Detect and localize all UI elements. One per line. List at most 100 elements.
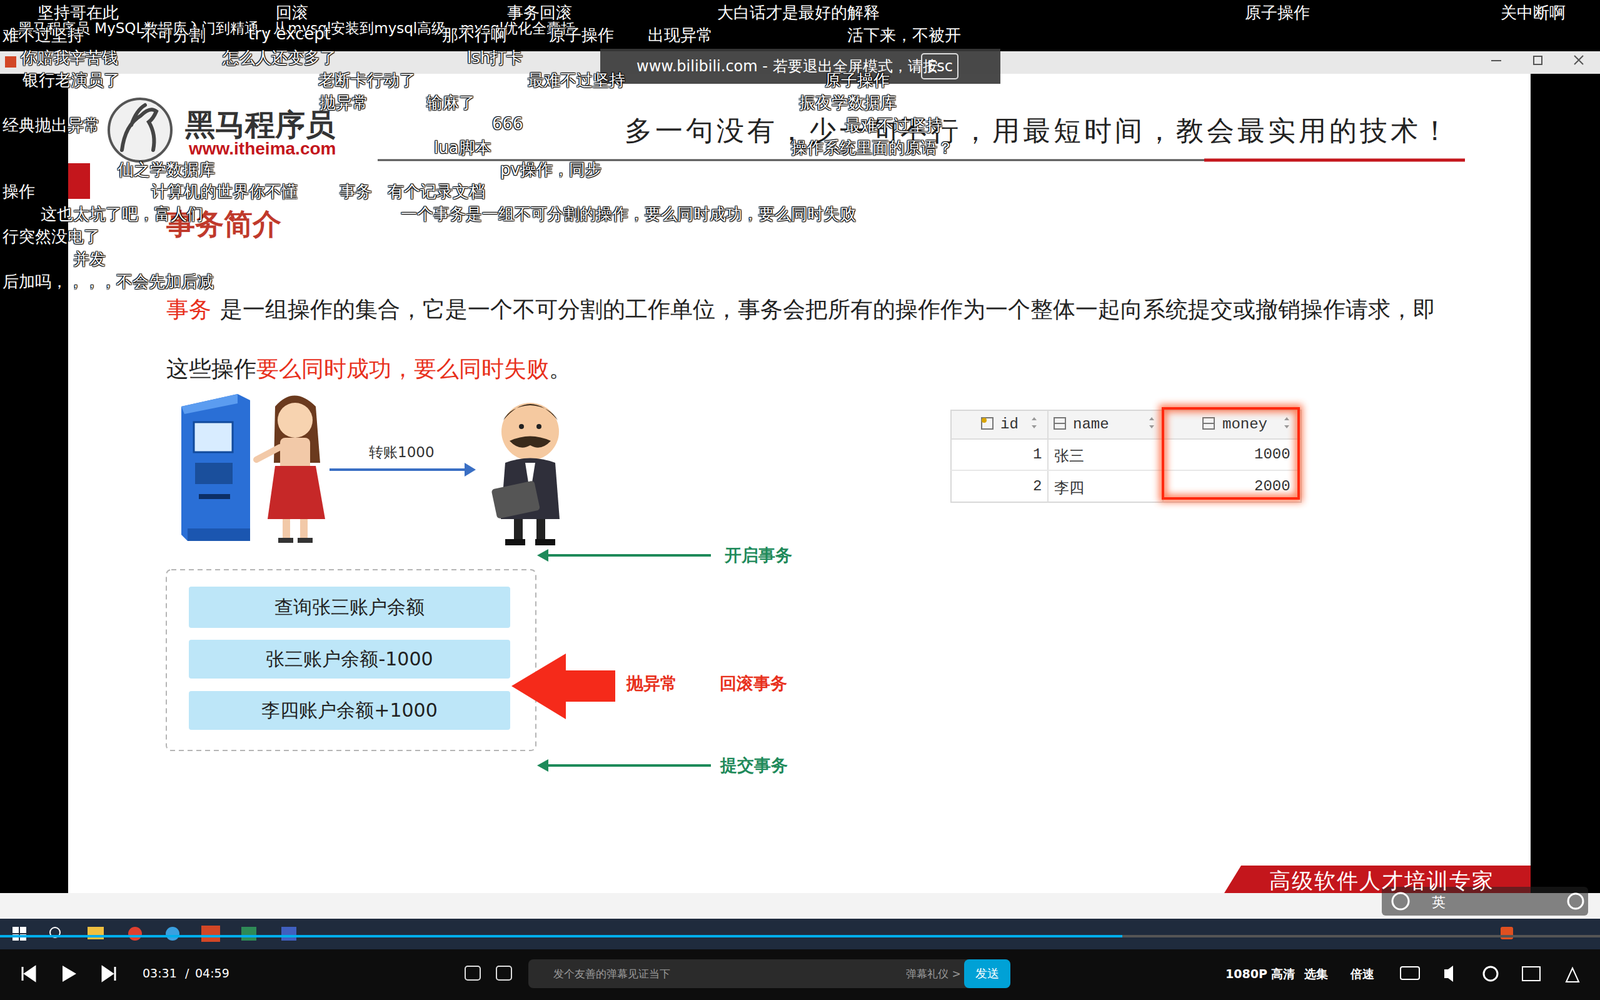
title-marker <box>68 163 91 199</box>
slide-ground <box>68 73 1531 893</box>
highlight-frame <box>1162 408 1299 499</box>
taskbar <box>0 918 1600 950</box>
danmaku-comment: lua脚本 <box>433 136 492 159</box>
slogan-rule <box>1204 158 1465 162</box>
time-label: / <box>185 966 189 980</box>
danmaku-comment: 原子操作 <box>548 24 614 47</box>
player-bar <box>0 949 1600 1000</box>
danmaku-comment: 出现异常 <box>647 24 713 47</box>
taskbar <box>0 918 1600 950</box>
highlight-frame <box>1162 408 1299 499</box>
danmaku-comment: 你赔我辛苦钱 <box>20 46 119 69</box>
girl-figure <box>297 537 313 543</box>
banner-text: 高级软件人才培训专家 <box>1269 866 1495 896</box>
danmaku-comment: 不可分割 <box>140 24 206 47</box>
logo-mark <box>108 98 172 162</box>
danmaku-comment: 最难不过坚持 <box>527 69 626 92</box>
danmaku-comment: 这也太坑了吧，富人们 <box>40 203 204 226</box>
danmaku-comment: 操作 <box>2 180 36 203</box>
process-box: 张三账户余额-1000 <box>188 639 511 679</box>
man-figure <box>536 423 542 429</box>
ppt-window-bar <box>5 56 17 68</box>
girl-figure <box>256 447 281 460</box>
danmaku-comment: 抛异常 <box>319 91 369 114</box>
danmaku-comment: 回滚 <box>275 1 309 24</box>
begin-arrow <box>537 548 549 562</box>
exception-arrow <box>511 653 616 720</box>
fullscreen-notice <box>600 48 1001 84</box>
girl-figure <box>267 465 326 519</box>
data-table <box>951 410 1301 439</box>
danmaku-comment: 仙之学数据库 <box>117 158 216 181</box>
data-table <box>950 410 1302 503</box>
slogan: 多一句没有，少一句不行，用最短时间，教会最实用的技术！ <box>624 112 1452 150</box>
danmaku-comment: 大白话才是最好的解释 <box>717 1 880 24</box>
highlight-frame <box>1162 408 1299 499</box>
slide-ground <box>68 73 1531 893</box>
lower-strip <box>1392 892 1409 910</box>
player-bar <box>102 966 116 981</box>
player-bar <box>1444 965 1454 982</box>
player-bar <box>496 966 512 980</box>
begin-arrow <box>547 553 711 557</box>
player-bar <box>0 949 1600 1000</box>
man-figure <box>518 423 524 429</box>
transfer-arrow <box>464 462 476 477</box>
table-cell: 2000 <box>1254 477 1291 495</box>
girl-figure <box>278 537 294 543</box>
player-bar <box>1522 966 1540 981</box>
ppt-window-bar <box>1533 56 1542 65</box>
atm-illustration <box>193 422 233 453</box>
girl-figure <box>256 395 326 544</box>
danmaku-comment: 666 <box>492 114 524 134</box>
taskbar <box>20 926 27 933</box>
ppt-window-bar <box>1574 55 1584 65</box>
process-box: 查询张三账户余额 <box>188 586 511 628</box>
data-table <box>1284 417 1290 429</box>
data-table <box>950 469 1302 471</box>
data-table <box>1047 410 1049 503</box>
progress-bar <box>0 934 1600 938</box>
progress-bar <box>0 934 1600 938</box>
transaction-frame <box>166 569 536 751</box>
danmaku-comment: pv操作，同步 <box>500 158 602 181</box>
danmaku-comment: 那不行啊 <box>442 24 508 47</box>
atm-illustration <box>195 462 233 484</box>
man-figure <box>503 403 558 421</box>
table-header: id <box>1000 415 1019 433</box>
taskbar <box>128 926 142 941</box>
girl-figure <box>282 518 291 541</box>
player-bar <box>22 966 36 981</box>
player-button: 选集 <box>1304 966 1329 983</box>
box-label: 张三账户余额-1000 <box>265 646 433 673</box>
man-figure <box>505 538 526 546</box>
danmaku-comment: 关中断啊 <box>1500 1 1566 24</box>
taskbar <box>281 926 297 941</box>
player-bar <box>1400 966 1420 980</box>
commit-arrow <box>537 759 549 772</box>
atm-illustration <box>181 393 251 541</box>
man-figure <box>535 538 556 546</box>
danmaku-comment: try except <box>248 24 331 44</box>
commit-arrow <box>547 764 711 767</box>
danmaku-comment: lsh打卡 <box>467 46 523 69</box>
player-button: 倍速 <box>1350 966 1375 983</box>
logo-mark <box>108 98 172 162</box>
box-label: 李四账户余额+1000 <box>261 697 438 724</box>
arrow-label: 回滚事务 <box>719 672 788 695</box>
begin-arrow <box>537 548 711 562</box>
progress-bar <box>0 934 1123 938</box>
taskbar <box>241 926 257 941</box>
data-table <box>981 417 987 423</box>
arrow-label: 抛异常 <box>626 672 678 695</box>
fullscreen-notice: www.bilibili.com - 若要退出全屏模式，请按 <box>636 56 938 77</box>
girl-figure <box>300 518 308 541</box>
data-table <box>950 410 1302 503</box>
key-label: Esc <box>927 57 953 76</box>
man-figure <box>513 518 523 542</box>
arrow-label: 转账1000 <box>368 442 435 463</box>
girl-figure <box>277 402 313 438</box>
danmaku-comment: 一个事务是一组不可分割的操作，要么同时成功，要么同时失败 <box>400 203 856 226</box>
